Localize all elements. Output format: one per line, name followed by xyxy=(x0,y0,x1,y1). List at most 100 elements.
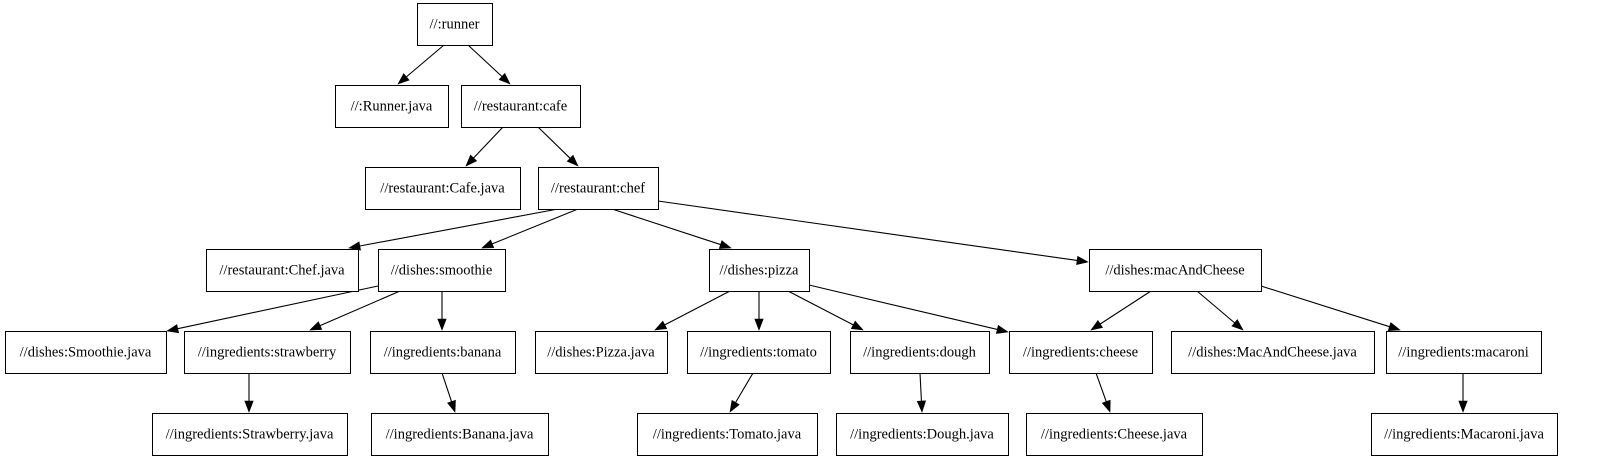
graph-node-dishes_pizza[interactable]: //dishes:pizza xyxy=(709,249,810,292)
node-box[interactable] xyxy=(5,331,167,374)
graph-edge xyxy=(654,290,731,331)
graph-node-ing_cheese[interactable]: //ingredients:cheese xyxy=(1009,331,1153,374)
edge-line xyxy=(1260,285,1390,328)
edge-line xyxy=(808,284,998,331)
graph-edge xyxy=(1196,290,1244,331)
graph-node-dishes_macandcheese[interactable]: //dishes:macAndCheese xyxy=(1089,249,1262,292)
graph-edge xyxy=(467,44,511,85)
graph-node-ing_dough_java[interactable]: //ingredients:Dough.java xyxy=(836,413,1009,456)
edge-line xyxy=(787,290,854,326)
graph-node-ing_banana[interactable]: //ingredients:banana xyxy=(370,331,516,374)
node-label: //restaurant:chef xyxy=(551,180,645,196)
graph-edge xyxy=(1458,373,1468,413)
node-box[interactable] xyxy=(184,331,351,374)
node-box[interactable] xyxy=(1171,331,1375,374)
node-box[interactable] xyxy=(378,249,506,292)
node-box[interactable] xyxy=(1386,331,1542,374)
graph-node-restaurant_cafe[interactable]: //restaurant:cafe xyxy=(461,85,581,128)
edge-arrowhead-icon xyxy=(481,239,495,249)
graph-node-ing_dough[interactable]: //ingredients:dough xyxy=(850,331,990,374)
node-box[interactable] xyxy=(1026,413,1203,456)
node-label: //ingredients:Tomato.java xyxy=(653,426,802,442)
graph-node-ing_macaroni[interactable]: //ingredients:macaroni xyxy=(1386,331,1542,374)
edge-arrowhead-icon xyxy=(166,324,180,334)
node-label: //ingredients:Strawberry.java xyxy=(166,426,334,442)
edge-arrowhead-icon xyxy=(1076,255,1089,266)
edge-arrowhead-icon xyxy=(566,154,579,167)
edge-line xyxy=(1095,372,1107,402)
graph-edge xyxy=(916,372,927,413)
node-label: //dishes:Pizza.java xyxy=(547,344,655,360)
graph-node-runner[interactable]: //:runner xyxy=(417,3,493,46)
graph-node-dishes_smoothie[interactable]: //dishes:smoothie xyxy=(378,249,506,292)
graph-node-restaurant_chef[interactable]: //restaurant:chef xyxy=(538,167,659,210)
edge-line xyxy=(664,290,731,326)
graph-node-ing_tomato_java[interactable]: //ingredients:Tomato.java xyxy=(637,413,818,456)
node-box[interactable] xyxy=(417,3,493,46)
edge-line xyxy=(467,44,503,77)
node-box[interactable] xyxy=(535,331,668,374)
graph-node-restaurant_chef_java[interactable]: //restaurant:Chef.java xyxy=(206,249,359,292)
node-box[interactable] xyxy=(206,249,359,292)
graph-edge xyxy=(537,126,579,167)
node-label: //ingredients:tomato xyxy=(700,344,817,360)
graph-edge xyxy=(244,373,254,413)
node-box[interactable] xyxy=(836,413,1009,456)
edge-line xyxy=(1099,290,1152,325)
edge-arrowhead-icon xyxy=(754,318,764,331)
node-box[interactable] xyxy=(461,85,581,128)
node-box[interactable] xyxy=(1089,249,1262,292)
graph-node-ing_tomato[interactable]: //ingredients:tomato xyxy=(687,331,831,374)
node-label: //restaurant:cafe xyxy=(474,98,567,114)
node-label: //dishes:MacAndCheese.java xyxy=(1188,344,1357,360)
graph-node-ing_cheese_java[interactable]: //ingredients:Cheese.java xyxy=(1026,413,1203,456)
edge-line xyxy=(735,372,754,403)
graph-node-runner_java[interactable]: //:Runner.java xyxy=(335,85,449,128)
edge-line xyxy=(657,200,1078,261)
node-box[interactable] xyxy=(371,413,549,456)
node-label: //ingredients:banana xyxy=(384,344,502,360)
node-box[interactable] xyxy=(152,413,348,456)
graph-node-dishes_mac_java[interactable]: //dishes:MacAndCheese.java xyxy=(1171,331,1375,374)
node-box[interactable] xyxy=(637,413,818,456)
node-label: //ingredients:macaroni xyxy=(1398,344,1528,360)
node-label: //restaurant:Cafe.java xyxy=(380,180,505,196)
node-box[interactable] xyxy=(335,85,449,128)
node-label: //ingredients:Macaroni.java xyxy=(1384,426,1544,442)
node-label: //dishes:Smoothie.java xyxy=(20,344,152,360)
graph-edge xyxy=(787,290,864,331)
graph-node-dishes_smoothie_java[interactable]: //dishes:Smoothie.java xyxy=(5,331,167,374)
graph-edge xyxy=(309,290,401,331)
edge-arrowhead-icon xyxy=(348,241,361,251)
graph-edge xyxy=(441,372,456,413)
graph-edge xyxy=(1260,285,1401,332)
graph-edge xyxy=(166,285,379,334)
node-label: //restaurant:Chef.java xyxy=(219,262,345,278)
node-label: //ingredients:Cheese.java xyxy=(1041,426,1188,442)
graph-node-ing_strawberry[interactable]: //ingredients:strawberry xyxy=(184,331,351,374)
graph-node-restaurant_cafe_java[interactable]: //restaurant:Cafe.java xyxy=(365,167,521,210)
node-box[interactable] xyxy=(538,167,659,210)
graph-node-ing_banana_java[interactable]: //ingredients:Banana.java xyxy=(371,413,549,456)
node-label: //ingredients:dough xyxy=(863,344,977,360)
edge-line xyxy=(1196,290,1235,324)
node-box[interactable] xyxy=(1009,331,1153,374)
node-box[interactable] xyxy=(365,167,521,210)
edge-arrowhead-icon xyxy=(718,240,732,249)
graph-node-ing_strawberry_java[interactable]: //ingredients:Strawberry.java xyxy=(152,413,348,456)
edge-line xyxy=(537,126,571,159)
node-box[interactable] xyxy=(709,249,810,292)
node-box[interactable] xyxy=(370,331,516,374)
graph-node-dishes_pizza_java[interactable]: //dishes:Pizza.java xyxy=(535,331,668,374)
graph-node-ing_macaroni_java[interactable]: //ingredients:Macaroni.java xyxy=(1371,413,1558,456)
node-box[interactable] xyxy=(850,331,990,374)
node-box[interactable] xyxy=(1371,413,1558,456)
edge-arrowhead-icon xyxy=(995,324,1009,334)
edge-arrowhead-icon xyxy=(1101,399,1111,413)
edge-arrowhead-icon xyxy=(437,318,447,331)
edge-line xyxy=(177,285,379,330)
node-box[interactable] xyxy=(687,331,831,374)
edge-line xyxy=(441,372,453,402)
edge-arrowhead-icon xyxy=(447,399,456,413)
graph-edge xyxy=(808,284,1009,334)
